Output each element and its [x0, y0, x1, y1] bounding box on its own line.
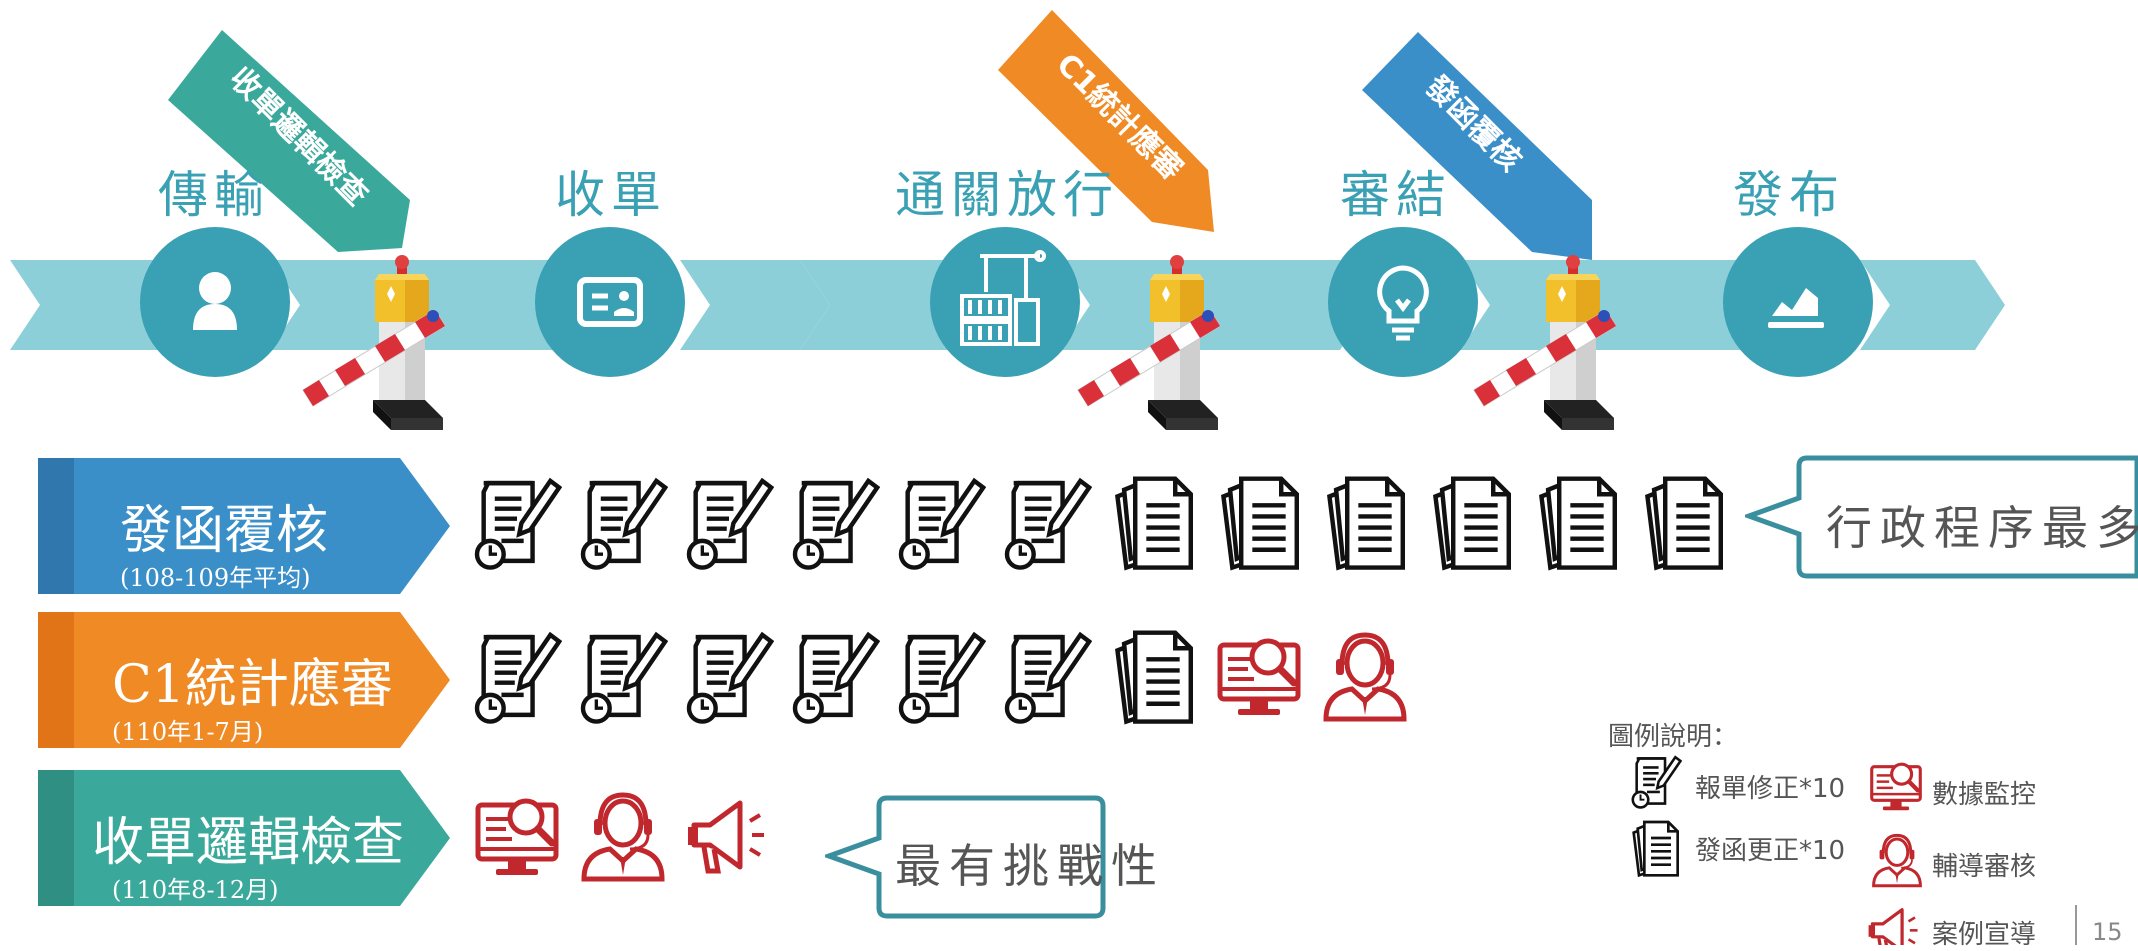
- legend-label-advisor: 輔導審核: [1932, 852, 2037, 882]
- stage-label-clearance: 通關放行: [895, 166, 1119, 224]
- declaration-edit-icon: [578, 626, 668, 726]
- letter-docs-icon: [1108, 472, 1198, 572]
- megaphone-icon: [684, 786, 774, 886]
- data-monitor-icon: [1214, 626, 1304, 726]
- declaration-edit-icon: [684, 626, 774, 726]
- row-2-title: C1統計應審: [112, 655, 393, 715]
- row-3-title: 收單邏輯檢查: [92, 813, 405, 873]
- declaration-edit-icon: [684, 472, 774, 572]
- stage-circle-transmission: [140, 227, 290, 377]
- letter-docs-icon: [1320, 472, 1410, 572]
- row-banner-3: [38, 770, 450, 906]
- stage-circle-clearance: [930, 227, 1080, 377]
- band-arrow-5: [1060, 260, 1370, 350]
- row-1-subtitle: (108-109年平均): [120, 564, 311, 592]
- letter-docs-icon: [1214, 472, 1304, 572]
- legend-label-declaration-edit: 報單修正*10: [1695, 774, 1846, 804]
- stage-circle-review: [1328, 227, 1478, 377]
- letter-docs-icon: [1532, 472, 1622, 572]
- row-1-title: 發函覆核: [120, 501, 329, 561]
- declaration-edit-icon: [472, 626, 562, 726]
- declaration-edit-icon: [896, 626, 986, 726]
- page-number-divider: [2075, 905, 2077, 945]
- legend-declaration-edit-icon: [1631, 755, 1682, 809]
- legend-label-data-monitor: 數據監控: [1932, 780, 2037, 810]
- declaration-edit-icon: [1002, 472, 1092, 572]
- row-3-subtitle: (110年8-12月): [112, 876, 279, 904]
- advisor-icon: [578, 786, 668, 886]
- callout-bubble-2: [825, 795, 1106, 919]
- legend-label-letter-docs: 發函更正*10: [1695, 836, 1846, 866]
- declaration-edit-icon: [896, 472, 986, 572]
- stage-circle-publish: [1723, 227, 1873, 377]
- legend-megaphone-icon: [1866, 908, 1920, 945]
- letter-docs-icon: [1108, 626, 1198, 726]
- declaration-edit-icon: [1002, 626, 1092, 726]
- row-banner-2: [38, 612, 450, 748]
- row-banner-1: [38, 458, 450, 594]
- letter-docs-icon: [1426, 472, 1516, 572]
- legend-letter-docs-icon: [1632, 820, 1680, 877]
- legend-title: 圖例說明：: [1608, 722, 1739, 752]
- declaration-edit-icon: [578, 472, 668, 572]
- band-arrow-7: [1860, 260, 2005, 350]
- container-crane-icon: [960, 250, 1046, 346]
- legend-label-megaphone: 案例宣導: [1932, 920, 2037, 950]
- declaration-edit-icon: [472, 472, 562, 572]
- letter-docs-icon: [1638, 472, 1728, 572]
- stage-label-transmission: 傳輸: [158, 166, 270, 224]
- advisor-icon: [1320, 626, 1410, 726]
- stage-circle-receive: [535, 227, 685, 377]
- stage-label-review: 審結: [1340, 166, 1452, 224]
- row-2-subtitle: (110年1-7月): [112, 718, 264, 746]
- callout-1-text: 行政程序最多: [1826, 501, 2138, 555]
- lightbulb-icon: [1377, 265, 1429, 341]
- band-arrow-3: [680, 260, 830, 350]
- legend-advisor-icon: [1872, 833, 1922, 888]
- callout-2-text: 最有挑戰性: [895, 839, 1165, 893]
- declaration-edit-icon: [790, 472, 880, 572]
- page-number: 15: [2092, 918, 2123, 946]
- callout-bubble-1: [1745, 455, 2138, 579]
- id-card-icon: [577, 277, 643, 327]
- declaration-edit-icon: [790, 626, 880, 726]
- person-icon: [193, 272, 237, 330]
- band-arrow-6: [1460, 260, 1770, 350]
- legend-data-monitor-icon: [1868, 758, 1924, 814]
- data-monitor-icon: [472, 786, 562, 886]
- band-arrow-2: [270, 260, 590, 350]
- chart-icon: [1768, 288, 1824, 328]
- stage-label-publish: 發布: [1733, 166, 1845, 224]
- stage-label-receive: 收單: [555, 166, 667, 224]
- process-timeline: 收單邏輯檢查 C1統計應審 發函覆核: [10, 10, 2005, 430]
